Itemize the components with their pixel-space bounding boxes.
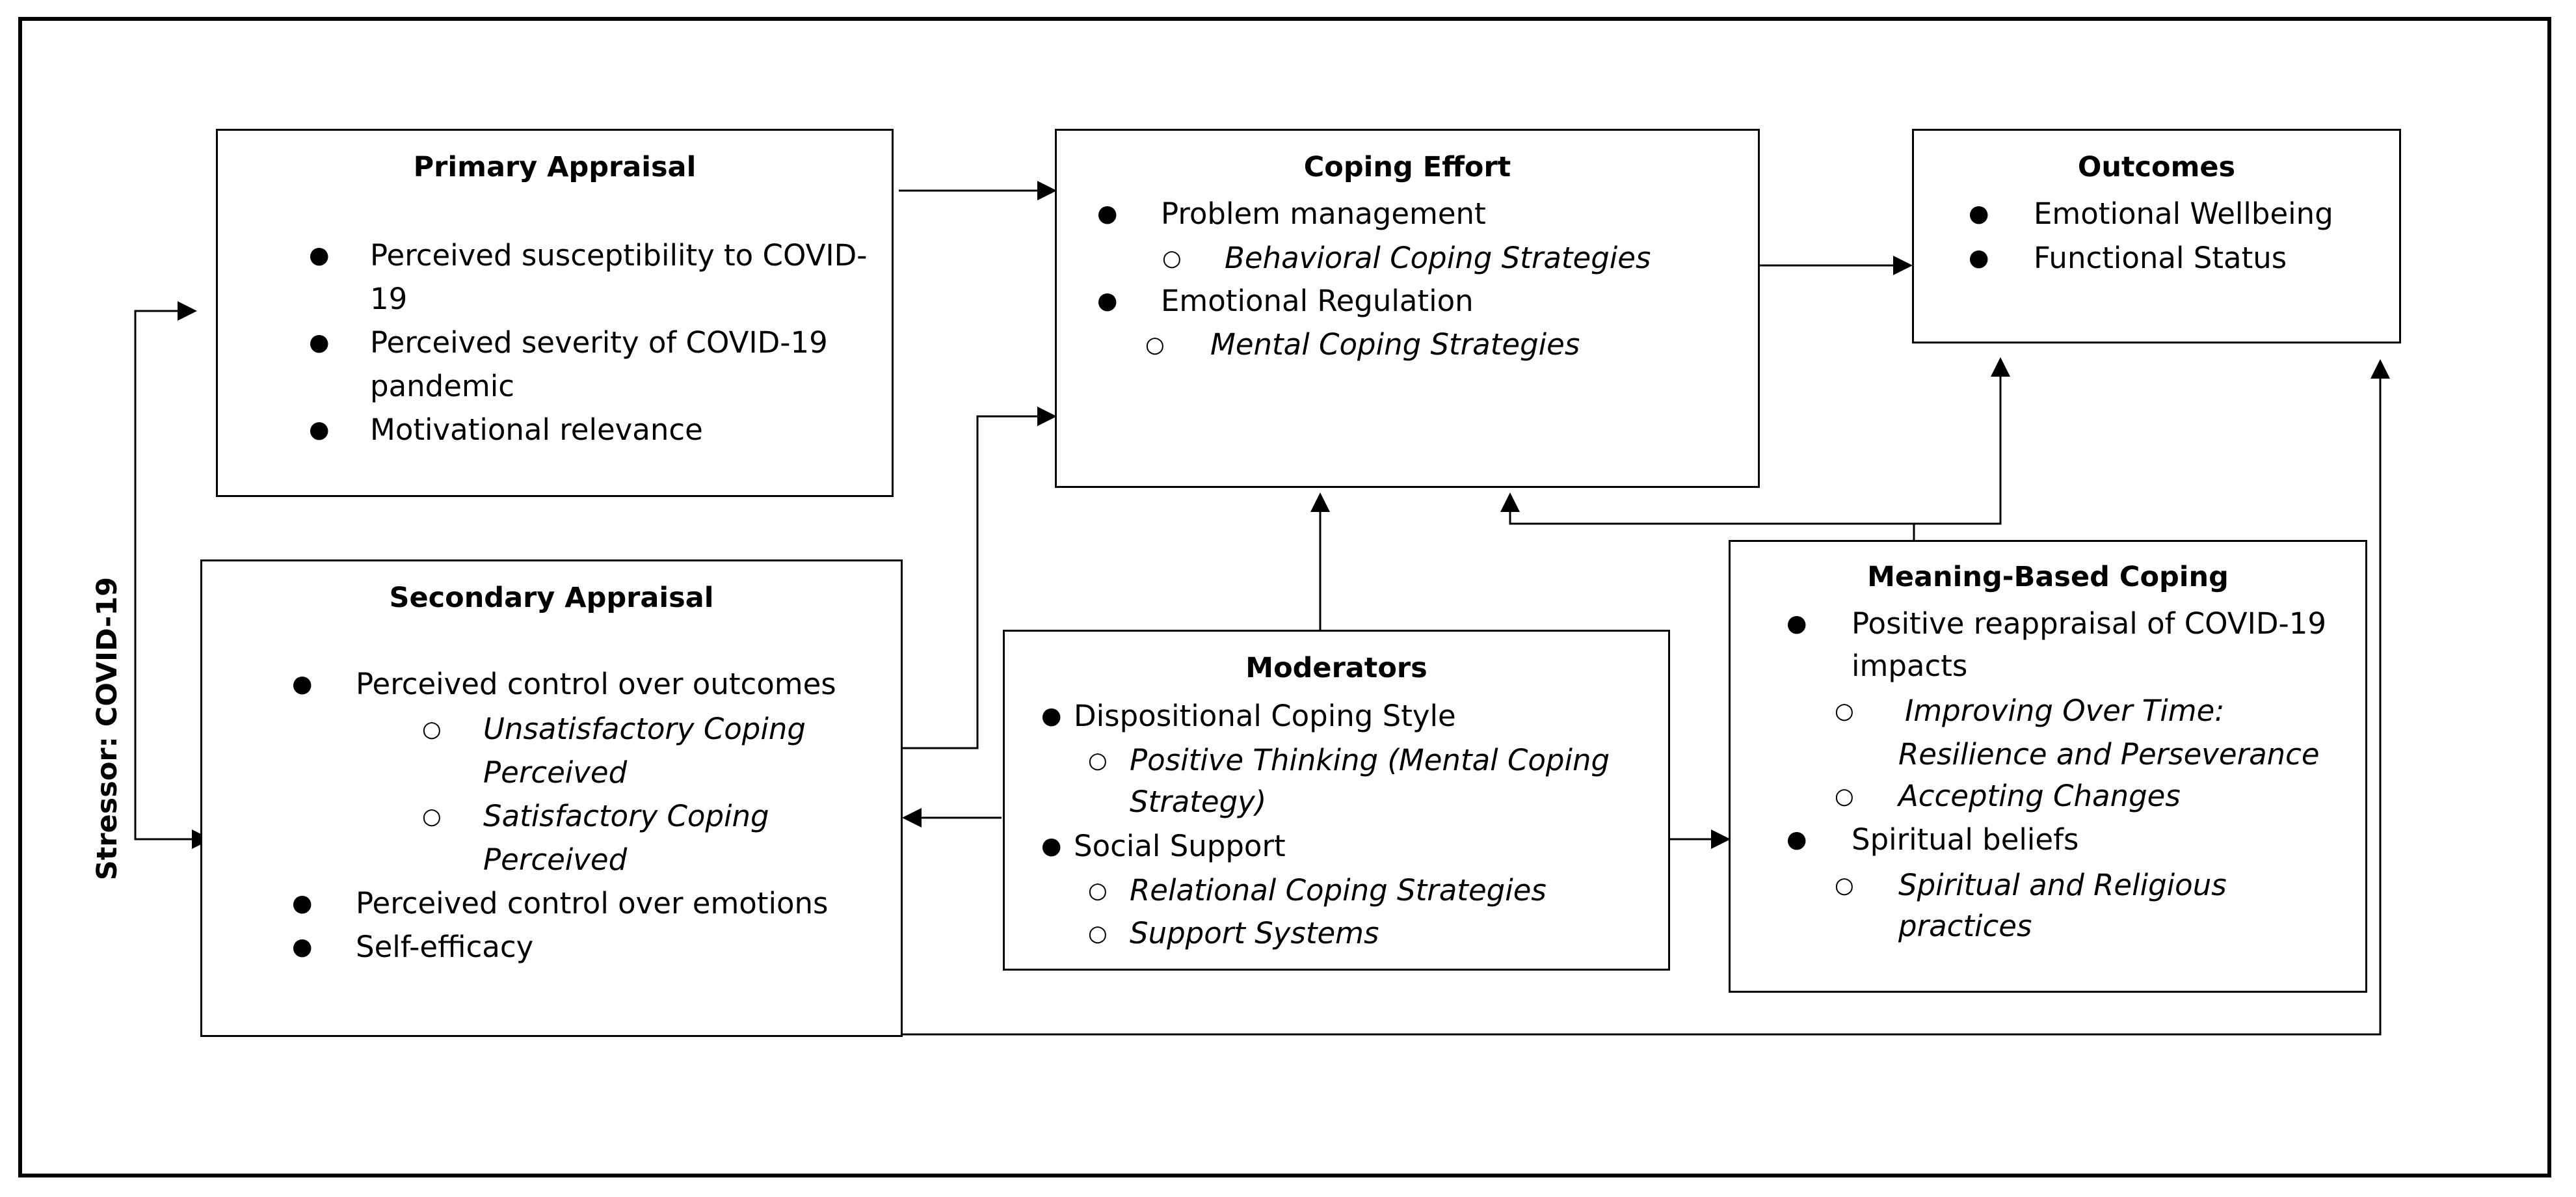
meaning-subitem: Spiritual and Religious: [1898, 868, 2227, 902]
arrow-secondary-to-outcomes: [845, 359, 2390, 1036]
hollow-bullet: ○: [1145, 332, 1165, 358]
meaning-item-cont: impacts: [1852, 649, 1968, 683]
coping-item: Emotional Regulation: [1161, 284, 1474, 318]
hollow-bullet: ○: [1088, 921, 1108, 947]
bullet: ●: [1786, 610, 1807, 637]
meaning-based-coping-box: Meaning-Based Coping ● Positive reapprai…: [1729, 540, 2367, 993]
coping-item: Problem management: [1161, 196, 1486, 231]
moderators-subitem-cont: Strategy): [1130, 785, 1267, 819]
coping-subitem: Mental Coping Strategies: [1210, 327, 1580, 362]
hollow-bullet: ○: [1088, 878, 1108, 904]
bullet: ●: [309, 329, 330, 356]
primary-appraisal-title: Primary Appraisal: [413, 151, 697, 183]
secondary-subitem-cont: Perceived: [483, 842, 628, 877]
primary-appraisal-box: Primary Appraisal ● Perceived susceptibi…: [216, 129, 894, 497]
coping-subitem: Behavioral Coping Strategies: [1225, 241, 1651, 275]
bullet: ●: [292, 671, 313, 697]
hollow-bullet: ○: [1835, 872, 1854, 898]
primary-item: Perceived severity of COVID-19: [370, 325, 828, 360]
primary-item: Perceived susceptibility to COVID-: [370, 238, 868, 273]
outcomes-item: Functional Status: [2034, 241, 2287, 275]
primary-item-cont: 19: [370, 282, 408, 316]
secondary-subitem-cont: Perceived: [483, 755, 628, 790]
bullet: ●: [1786, 826, 1807, 853]
moderators-box: Moderators ● Dispositional Coping Style …: [1003, 630, 1670, 971]
arrow-meaning-to-outcomes: [1913, 357, 2010, 541]
arrow-secondary-to-coping: [901, 407, 1057, 749]
bullet: ●: [292, 934, 313, 960]
bullet: ●: [1097, 200, 1118, 227]
primary-item-cont: pandemic: [370, 369, 514, 403]
arrow-stressor-to-primary: [134, 301, 197, 839]
bullet: ●: [1041, 703, 1062, 729]
meaning-subitem: Improving Over Time:: [1905, 693, 2225, 728]
meaning-item: Positive reappraisal of COVID-19: [1852, 606, 2327, 641]
hollow-bullet: ○: [1835, 698, 1854, 724]
hollow-bullet: ○: [422, 716, 442, 742]
hollow-bullet: ○: [1088, 747, 1108, 773]
secondary-item: Perceived control over outcomes: [356, 667, 836, 701]
outcomes-title: Outcomes: [2077, 151, 2236, 183]
moderators-subitem: Positive Thinking (Mental Coping: [1130, 743, 1610, 777]
hollow-bullet: ○: [1835, 783, 1854, 809]
meaning-subitem-cont: practices: [1898, 909, 2032, 943]
arrow-stressor-to-secondary: [134, 829, 211, 849]
secondary-item: Self-efficacy: [356, 930, 534, 964]
bullet: ●: [292, 890, 313, 917]
arrow-meaning-to-coping: [1500, 492, 2000, 525]
moderators-title: Moderators: [1245, 652, 1427, 684]
secondary-subitem: Unsatisfactory Coping: [483, 712, 806, 746]
outcomes-box: Outcomes ● Emotional Wellbeing ● Functio…: [1912, 129, 2401, 343]
moderators-subitem: Support Systems: [1130, 916, 1379, 950]
stressor-label: Stressor: COVID-19: [91, 576, 124, 881]
hollow-bullet: ○: [1162, 245, 1182, 271]
moderators-item: Social Support: [1074, 829, 1286, 863]
coping-effort-box: Coping Effort ● Problem management ○ Beh…: [1055, 129, 1760, 488]
moderators-item: Dispositional Coping Style: [1074, 699, 1456, 733]
bullet: ●: [309, 416, 330, 443]
primary-item: Motivational relevance: [370, 412, 703, 447]
moderators-subitem: Relational Coping Strategies: [1130, 873, 1547, 908]
figure-frame: [18, 17, 2551, 1177]
meaning-subitem-cont: Resilience and Perseverance: [1898, 737, 2320, 772]
meaning-based-coping-title: Meaning-Based Coping: [1867, 561, 2229, 593]
secondary-appraisal-box: Secondary Appraisal ● Perceived control …: [200, 559, 903, 1037]
bullet: ●: [309, 242, 330, 269]
meaning-item: Spiritual beliefs: [1852, 822, 2079, 857]
bullet: ●: [1097, 288, 1118, 314]
secondary-subitem: Satisfactory Coping: [483, 799, 769, 833]
secondary-item: Perceived control over emotions: [356, 886, 829, 921]
bullet: ●: [1969, 200, 1989, 227]
hollow-bullet: ○: [422, 803, 442, 829]
meaning-subitem: Accepting Changes: [1898, 779, 2181, 813]
outcomes-item: Emotional Wellbeing: [2034, 196, 2333, 231]
coping-effort-title: Coping Effort: [1303, 151, 1511, 183]
secondary-appraisal-title: Secondary Appraisal: [389, 582, 714, 614]
bullet: ●: [1041, 833, 1062, 859]
bullet: ●: [1969, 245, 1989, 271]
